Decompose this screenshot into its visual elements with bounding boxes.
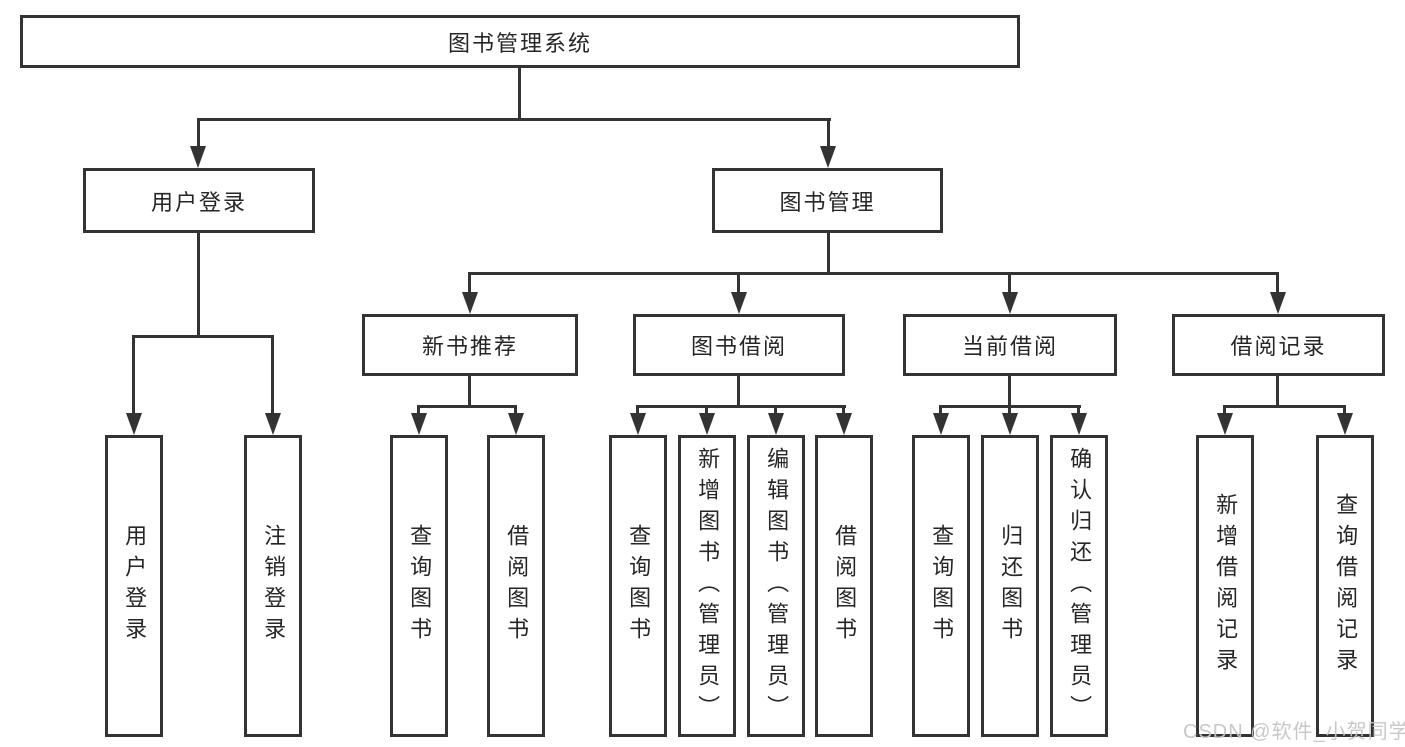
connector-line	[705, 405, 708, 417]
node-return-books: 归还图书	[981, 435, 1039, 737]
connector-line	[1223, 405, 1346, 408]
connector-line	[197, 118, 831, 121]
connector-line	[636, 405, 846, 408]
arrow-down-icon	[630, 413, 646, 435]
connector-line	[827, 233, 830, 275]
node-add-books-admin: 新增图书（管理员）	[678, 435, 736, 737]
connector-line	[417, 405, 517, 408]
node-user-login: 用户登录	[83, 168, 315, 233]
connector-line	[737, 272, 740, 294]
connector-line	[1008, 272, 1011, 294]
connector-line	[1223, 405, 1226, 417]
node-borrow-record: 借阅记录	[1172, 314, 1385, 376]
connector-line	[1276, 376, 1279, 407]
arrow-down-icon	[1337, 413, 1353, 435]
node-edit-books-admin: 编辑图书（管理员）	[747, 435, 805, 737]
connector-line	[1077, 405, 1080, 417]
connector-line	[197, 233, 200, 337]
connector-line	[827, 118, 830, 150]
node-confirm-return-admin: 确认归还（管理员）	[1050, 435, 1108, 737]
arrow-down-icon	[820, 146, 836, 168]
node-query-books-recommend: 查询图书	[390, 435, 448, 737]
connector-line	[132, 335, 135, 415]
arrow-down-icon	[836, 413, 852, 435]
node-borrow-books-recommend: 借阅图书	[487, 435, 545, 737]
arrow-down-icon	[265, 413, 281, 435]
node-add-borrow-record: 新增借阅记录	[1196, 435, 1254, 737]
connector-line	[197, 118, 200, 150]
connector-line	[1343, 405, 1346, 417]
connector-line	[271, 335, 274, 415]
connector-line	[132, 335, 274, 338]
connector-line	[842, 405, 845, 417]
arrow-down-icon	[1002, 413, 1018, 435]
arrow-down-icon	[508, 413, 524, 435]
arrow-down-icon	[768, 413, 784, 435]
node-library-system: 图书管理系统	[20, 15, 1020, 68]
connector-line	[518, 68, 521, 120]
connector-line	[636, 405, 639, 417]
node-user-login-leaf: 用户登录	[105, 435, 163, 737]
arrow-down-icon	[411, 413, 427, 435]
csdn-watermark: CSDN @软件_小贺同学	[1183, 721, 1405, 743]
node-logout: 注销登录	[244, 435, 302, 737]
connector-line	[468, 376, 471, 407]
connector-line	[737, 376, 740, 407]
node-new-book-recommend: 新书推荐	[362, 314, 578, 376]
connector-line	[417, 405, 420, 417]
connector-line	[1008, 405, 1011, 417]
connector-line	[939, 405, 942, 417]
connector-line	[468, 272, 1279, 275]
arrow-down-icon	[1002, 292, 1018, 314]
connector-line	[468, 272, 471, 294]
arrow-down-icon	[699, 413, 715, 435]
connector-line	[1276, 272, 1279, 294]
arrow-down-icon	[1270, 292, 1286, 314]
arrow-down-icon	[190, 146, 206, 168]
node-current-borrow: 当前借阅	[903, 314, 1117, 376]
arrow-down-icon	[462, 292, 478, 314]
node-borrow-books: 借阅图书	[815, 435, 873, 737]
connector-line	[1008, 376, 1011, 407]
arrow-down-icon	[731, 292, 747, 314]
node-query-books-borrow: 查询图书	[609, 435, 667, 737]
node-book-borrow: 图书借阅	[633, 314, 845, 376]
node-book-management: 图书管理	[712, 168, 943, 233]
arrow-down-icon	[1071, 413, 1087, 435]
node-query-borrow-record: 查询借阅记录	[1316, 435, 1374, 737]
arrow-down-icon	[933, 413, 949, 435]
node-query-books-current: 查询图书	[912, 435, 970, 737]
connector-line	[514, 405, 517, 417]
connector-line	[774, 405, 777, 417]
arrow-down-icon	[126, 413, 142, 435]
arrow-down-icon	[1217, 413, 1233, 435]
